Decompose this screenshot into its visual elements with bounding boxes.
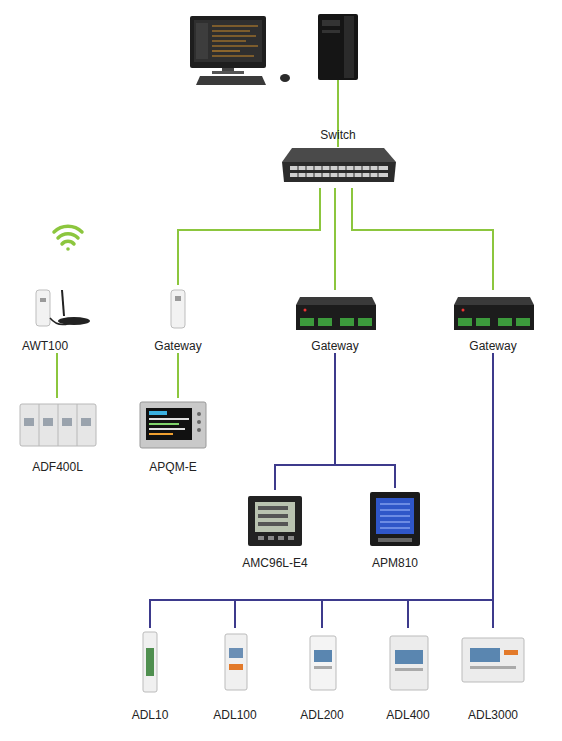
din-meter-icon xyxy=(462,638,524,682)
device-label: Switch xyxy=(320,128,355,142)
device-node: ADL100 xyxy=(205,628,265,722)
device-label: AMC96L-E4 xyxy=(242,556,307,570)
device-label: APQM-E xyxy=(149,460,196,474)
device-label: ADL3000 xyxy=(468,708,518,722)
wireless-module-icon xyxy=(36,290,90,326)
network-link xyxy=(275,353,335,490)
network-link xyxy=(492,353,494,628)
device-node: Gateway xyxy=(290,290,380,353)
device-node: APQM-E xyxy=(133,398,213,474)
device-node: APM810 xyxy=(355,488,435,570)
computer-icon xyxy=(190,16,290,85)
device-label: APM810 xyxy=(372,556,418,570)
network-link xyxy=(334,188,336,290)
device-label: ADL400 xyxy=(386,708,429,722)
power-quality-monitor-icon xyxy=(140,402,206,448)
din-meter-icon xyxy=(225,634,247,690)
din-meter-icon xyxy=(390,636,428,690)
wifi-symbol xyxy=(54,226,82,251)
device-node: ADL200 xyxy=(292,628,352,722)
network-link xyxy=(150,353,493,628)
server-tower xyxy=(318,14,358,80)
din-meter-icon xyxy=(310,636,336,690)
gateway-module-icon xyxy=(171,290,185,328)
device-label: ADF400L xyxy=(32,460,83,474)
network-link xyxy=(352,188,493,290)
network-link xyxy=(235,353,493,628)
gateway-box-icon xyxy=(454,297,534,330)
device-label: ADL100 xyxy=(213,708,256,722)
network-link xyxy=(56,353,58,398)
switch-node: Switch xyxy=(280,128,396,188)
network-link xyxy=(408,353,493,628)
panel-meter-icon xyxy=(248,496,302,546)
device-label: Gateway xyxy=(311,339,358,353)
device-label: Gateway xyxy=(154,339,201,353)
device-label: Gateway xyxy=(469,339,516,353)
gateway-box-icon xyxy=(296,297,376,330)
device-node: ADF400L xyxy=(10,398,105,474)
device-node: AMC96L-E4 xyxy=(230,490,320,570)
device-label: ADL200 xyxy=(300,708,343,722)
din-meter-icon xyxy=(143,632,157,692)
network-link xyxy=(177,353,179,398)
device-node: Gateway xyxy=(448,290,538,353)
device-node: AWT100 xyxy=(10,285,80,353)
device-node: ADL400 xyxy=(378,628,438,722)
network-link xyxy=(335,353,395,488)
device-node: ADL3000 xyxy=(458,628,528,722)
device-node: ADL10 xyxy=(120,628,180,722)
device-label: AWT100 xyxy=(22,339,68,353)
device-node: Gateway xyxy=(143,285,213,353)
device-label: ADL10 xyxy=(132,708,169,722)
switch-icon xyxy=(282,148,396,182)
network-link xyxy=(322,353,493,628)
network-link xyxy=(178,188,320,285)
panel-meter-icon xyxy=(370,492,420,546)
din-meter-icon xyxy=(20,404,96,446)
